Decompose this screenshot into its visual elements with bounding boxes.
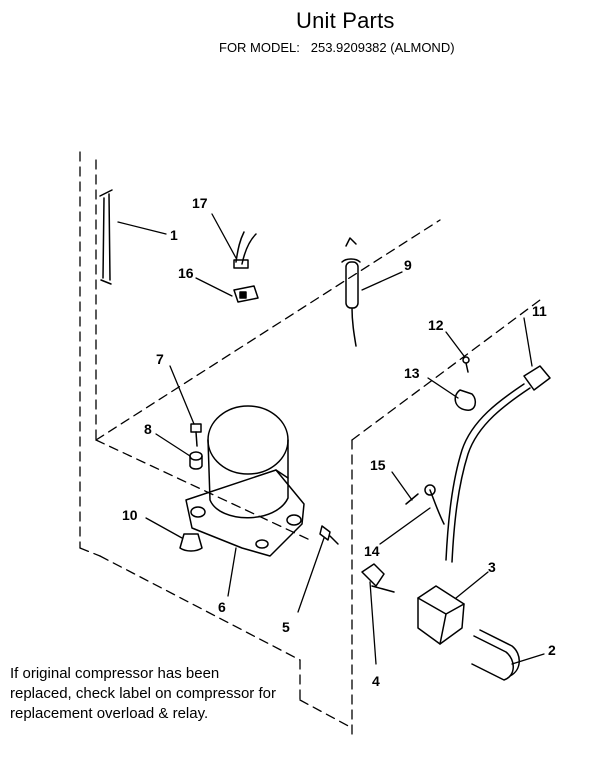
callout-12: 12 — [428, 317, 444, 333]
page-title: Unit Parts — [296, 8, 395, 33]
callout-1: 1 — [170, 227, 178, 243]
part-11-cord-plug — [445, 365, 551, 563]
part-13-clamp — [454, 389, 477, 411]
cabinet-outline — [79, 151, 541, 741]
model-line: FOR MODEL: 253.9209382 (ALMOND) — [219, 40, 455, 55]
part-8-grommet — [189, 451, 203, 470]
callout-15: 15 — [370, 457, 386, 473]
callout-4: 4 — [372, 673, 380, 689]
callout-10: 10 — [122, 507, 138, 523]
part-9-probe — [341, 237, 361, 347]
callout-11: 11 — [532, 303, 547, 319]
callout-8: 8 — [144, 421, 152, 437]
callout-17: 17 — [192, 195, 208, 211]
part-6-compressor — [185, 405, 305, 557]
part-16-terminal-clip — [233, 285, 259, 303]
callout-16: 16 — [178, 265, 194, 281]
part-3-overload-relay — [417, 585, 465, 645]
part-5-pin — [319, 525, 339, 545]
callout-2: 2 — [548, 642, 556, 658]
callout-6: 6 — [218, 599, 226, 615]
callout-9: 9 — [404, 257, 412, 273]
part-14-lead — [429, 489, 445, 525]
callout-13: 13 — [404, 365, 420, 381]
part-15-screw — [405, 484, 436, 505]
part-12-screw — [462, 356, 470, 373]
callout-5: 5 — [282, 619, 290, 635]
callout-leaders — [117, 213, 545, 665]
callout-3: 3 — [488, 559, 496, 575]
part-10-rubber-foot — [179, 533, 203, 552]
callout-14: 14 — [364, 543, 380, 559]
part-17-wire-leads — [233, 231, 257, 269]
part-2-retainer-clip — [471, 629, 520, 681]
replacement-note: If original compressor has been replaced… — [10, 665, 276, 722]
callout-labels: 1 2 3 4 5 6 7 8 9 10 11 12 13 14 15 16 1… — [122, 195, 556, 689]
part-4-relay-clip — [361, 563, 395, 593]
part-1-tube — [99, 189, 113, 285]
callout-7: 7 — [156, 351, 164, 367]
part-7-bolt — [190, 423, 202, 447]
